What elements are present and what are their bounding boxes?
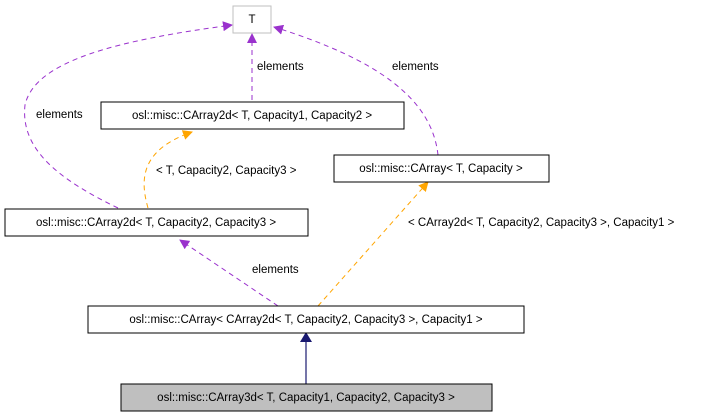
node-label: osl::misc::CArray< T, Capacity > [359, 163, 523, 175]
node-label: osl::misc::CArray< CArray2d< T, Capacity… [129, 314, 483, 326]
edge-label-template-args: < T, Capacity2, Capacity3 > [156, 165, 297, 177]
edge-carray2d23-to-carray2d12: < T, Capacity2, Capacity3 > [143, 130, 297, 209]
node-label: T [248, 14, 255, 26]
edge-label-elements: elements [392, 61, 439, 73]
edge-carray-to-t: elements [273, 24, 439, 156]
node-carray-t-capacity[interactable]: osl::misc::CArray< T, Capacity > [333, 154, 550, 183]
edge-carray-of-2d-to-carray: < CArray2d< T, Capacity2, Capacity3 >, C… [317, 181, 675, 307]
edge-carray-of-2d-to-carray2d23: elements [179, 239, 299, 307]
node-carray3d-current[interactable]: osl::misc::CArray3d< T, Capacity1, Capac… [120, 383, 493, 412]
edge-carray2d12-to-t: elements [247, 33, 304, 100]
edge-label-template-args: < CArray2d< T, Capacity2, Capacity3 >, C… [408, 217, 675, 229]
node-carray2d-capacity2-capacity3[interactable]: osl::misc::CArray2d< T, Capacity2, Capac… [4, 208, 309, 237]
node-carray-of-carray2d[interactable]: osl::misc::CArray< CArray2d< T, Capacity… [87, 305, 525, 334]
node-label: osl::misc::CArray2d< T, Capacity1, Capac… [132, 110, 372, 122]
node-label: osl::misc::CArray2d< T, Capacity2, Capac… [36, 217, 276, 229]
edge-label-elements: elements [252, 264, 299, 276]
node-carray2d-capacity1-capacity2[interactable]: osl::misc::CArray2d< T, Capacity1, Capac… [100, 101, 405, 130]
edge-label-elements: elements [36, 109, 83, 121]
edge-carray2d23-to-t: elements [24, 21, 233, 209]
node-label: osl::misc::CArray3d< T, Capacity1, Capac… [157, 392, 455, 404]
edge-label-elements: elements [257, 61, 304, 73]
node-template-param-t[interactable]: T [232, 5, 272, 34]
